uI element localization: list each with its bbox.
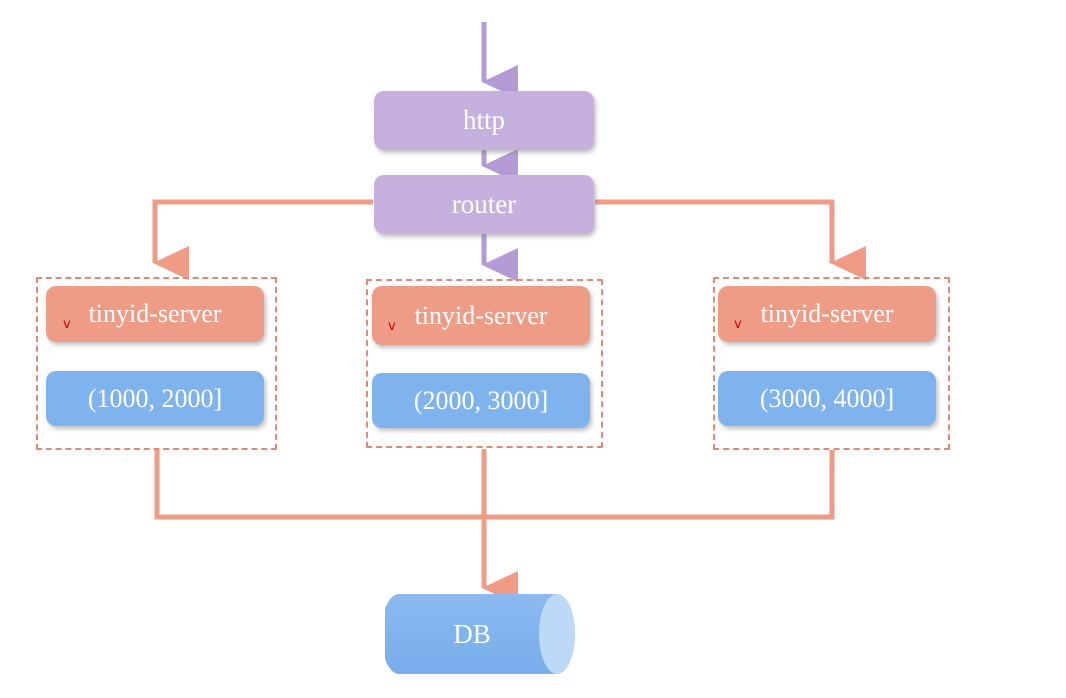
check-mark-icon-middle: v [388, 319, 396, 334]
node-segment-left[interactable]: (1000, 2000] [46, 371, 264, 426]
connector-group-right-to-db [484, 450, 835, 520]
node-http[interactable]: http [374, 91, 594, 150]
connector-router-to-group-right [595, 199, 867, 281]
connector-router-to-group-left [152, 199, 373, 281]
node-tinyid-server-middle[interactable]: tinyid-server [372, 286, 590, 345]
check-mark-icon-left: v [63, 317, 71, 332]
node-tinyid-server-left[interactable]: tinyid-server [46, 286, 264, 342]
connector-group-left-to-db [154, 450, 484, 520]
group-box-middle [366, 279, 603, 448]
node-router[interactable]: router [374, 175, 594, 234]
node-tinyid-server-right[interactable]: tinyid-server [718, 286, 936, 342]
db-cylinder-body [385, 594, 575, 674]
group-box-right [713, 277, 950, 450]
node-segment-middle[interactable]: (2000, 3000] [372, 373, 590, 428]
group-box-left [36, 277, 277, 450]
node-segment-right[interactable]: (3000, 4000] [718, 371, 936, 426]
db-cylinder-cap [539, 594, 575, 674]
node-db[interactable] [385, 588, 585, 680]
db-label: DB [453, 618, 491, 649]
check-mark-icon-right: v [734, 317, 742, 332]
